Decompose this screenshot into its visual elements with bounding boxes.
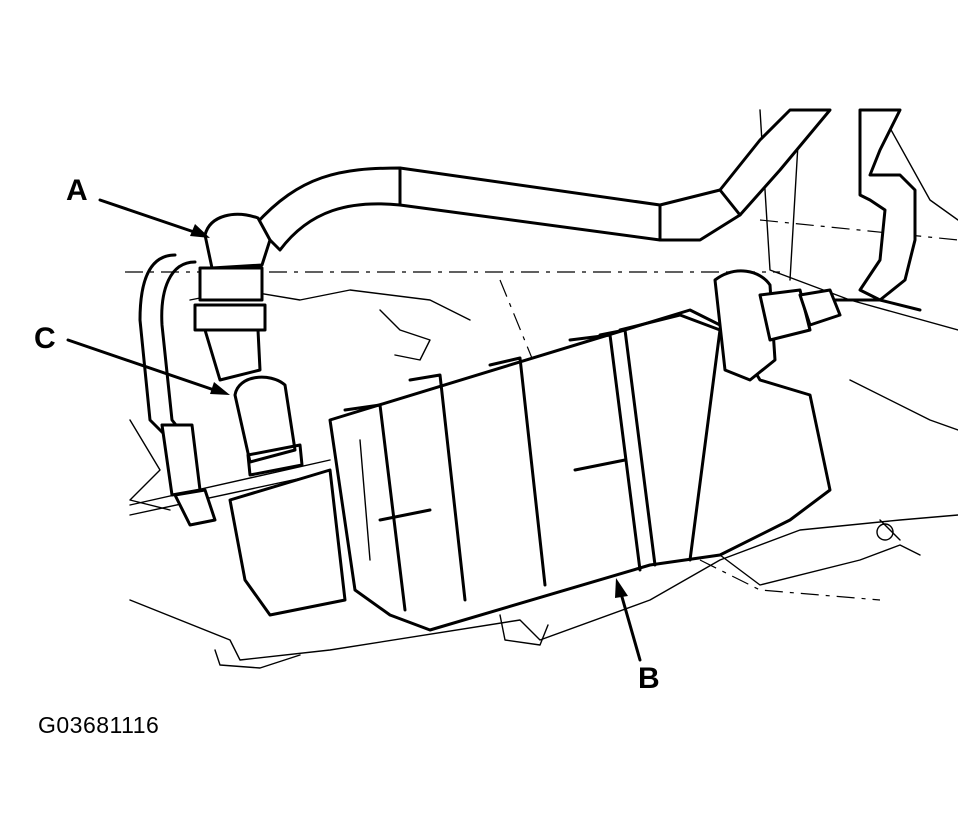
callout-label-c: C	[34, 322, 56, 355]
callout-arrows	[66, 198, 642, 662]
hose-connector-a	[193, 212, 272, 382]
callout-label-b: B	[638, 662, 660, 695]
callout-label-a: A	[66, 174, 88, 207]
figure-code: G03681116	[38, 712, 160, 738]
arrowhead-a	[190, 224, 210, 238]
solenoid-connector	[713, 269, 922, 382]
purge-hose	[253, 108, 917, 302]
arrowhead-c	[210, 382, 230, 395]
vacuum-line	[138, 253, 217, 527]
leader-line-a	[98, 198, 202, 236]
charcoal-canister-b	[228, 308, 832, 632]
arrowhead-b	[615, 578, 628, 598]
leader-line-c	[66, 338, 222, 394]
leader-line-b	[618, 588, 642, 662]
vent-cap-c	[233, 375, 304, 477]
